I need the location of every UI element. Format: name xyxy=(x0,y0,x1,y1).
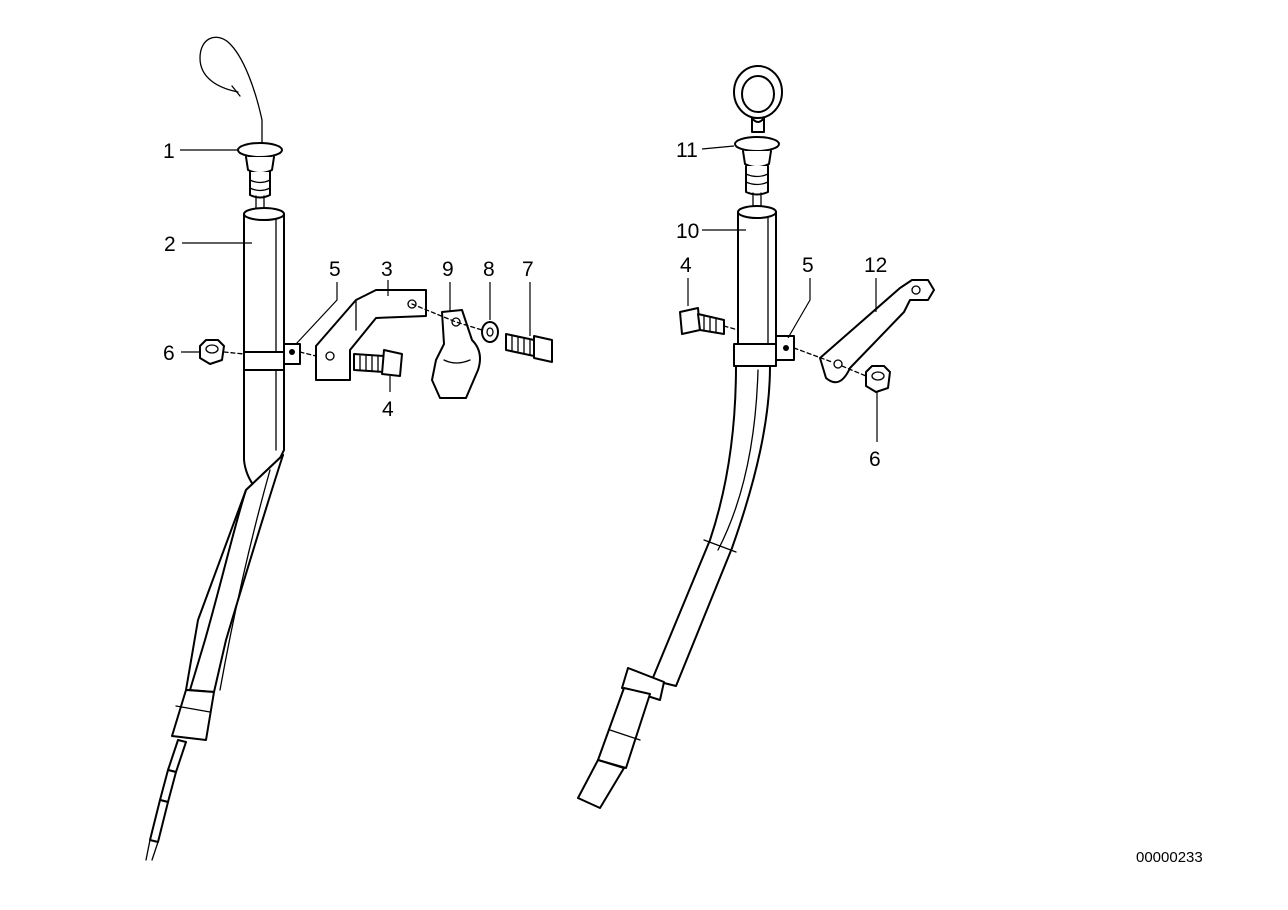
callout-2: 2 xyxy=(164,233,176,256)
left-bolt-4 xyxy=(353,349,403,377)
callout-3: 3 xyxy=(381,258,393,281)
right-dipstick-assembly: 11 10 4 5 12 6 xyxy=(577,65,935,809)
callout-6-right: 6 xyxy=(869,448,881,471)
callout-5: 5 xyxy=(329,258,341,281)
right-dipstick-cap xyxy=(734,136,780,211)
callout-5-right: 5 xyxy=(802,254,814,277)
callout-1: 1 xyxy=(163,140,175,163)
left-tube-clamp xyxy=(243,351,285,371)
right-dipstick-handle xyxy=(733,65,783,133)
callout-6: 6 xyxy=(163,342,175,365)
left-bracket xyxy=(315,289,427,381)
left-dipstick-cap xyxy=(237,142,283,213)
callout-12: 12 xyxy=(864,254,887,277)
right-bracket xyxy=(819,279,935,384)
right-nut-6 xyxy=(865,365,891,393)
callout-11: 11 xyxy=(676,139,698,162)
callout-4: 4 xyxy=(382,398,394,421)
right-tube-clamp xyxy=(733,343,777,367)
left-guide-tube xyxy=(145,207,285,861)
callout-9: 9 xyxy=(442,258,454,281)
left-dipstick-handle xyxy=(199,36,263,143)
diagram-id-label: 00000233 xyxy=(1136,849,1203,866)
callout-7: 7 xyxy=(522,258,534,281)
right-bolt-4 xyxy=(679,307,725,335)
callout-10: 10 xyxy=(676,220,699,243)
callout-4-right: 4 xyxy=(680,254,692,277)
right-guide-tube xyxy=(577,205,777,809)
left-washer-8 xyxy=(481,321,499,343)
callout-8: 8 xyxy=(483,258,495,281)
left-clip-9 xyxy=(431,309,481,399)
left-dipstick-assembly: 1 2 3 4 5 6 7 8 9 xyxy=(145,36,553,861)
left-bolt-7 xyxy=(505,333,553,363)
left-nut-6 xyxy=(199,339,225,365)
